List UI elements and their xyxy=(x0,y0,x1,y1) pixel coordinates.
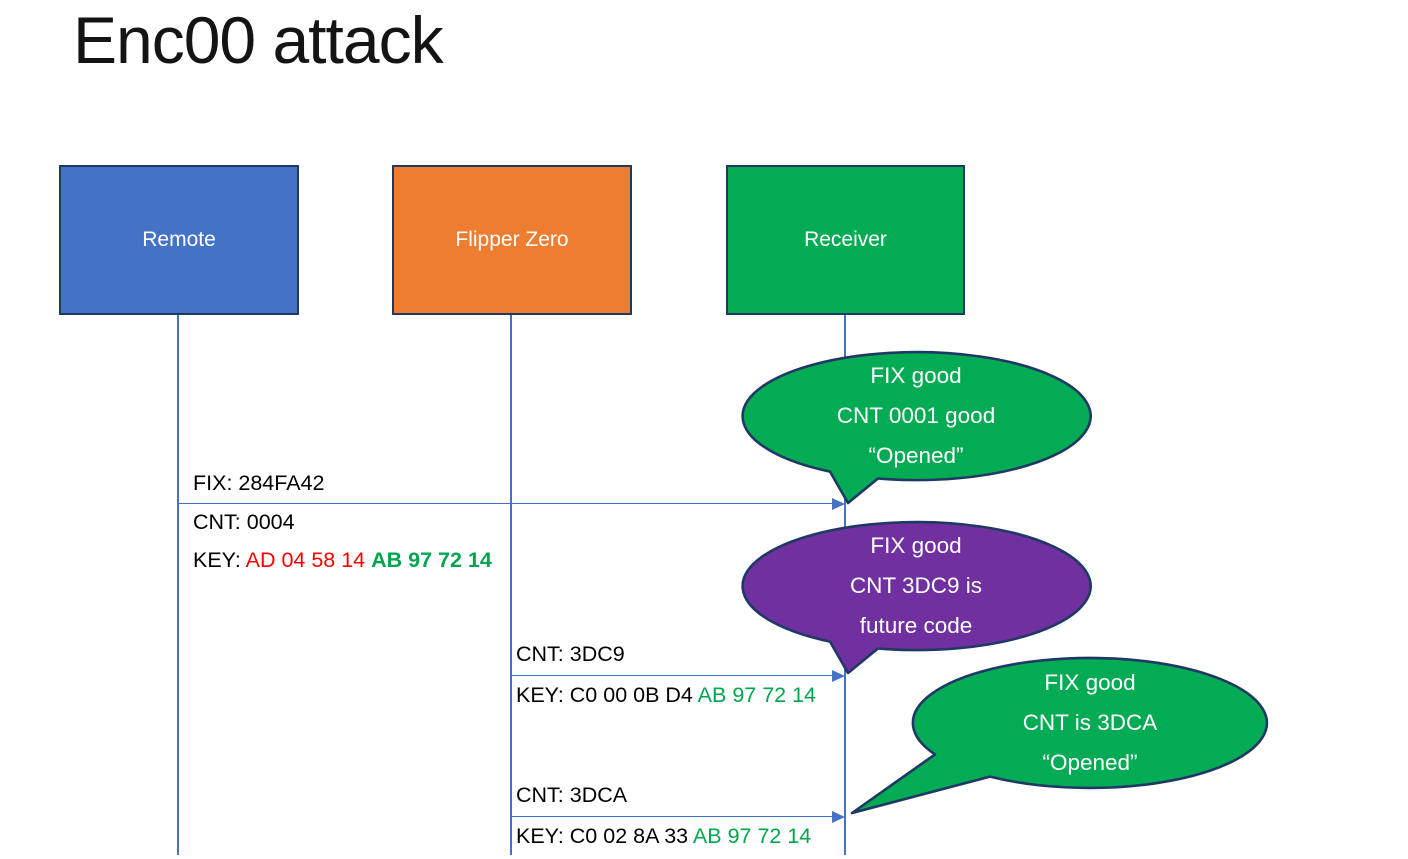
arrowhead-icon xyxy=(832,810,845,823)
arrow-flipper-to-receiver-2 xyxy=(511,815,834,818)
arrow-flipper-to-receiver-1 xyxy=(511,674,834,677)
callout3-line3: “Opened” xyxy=(1042,750,1138,775)
message1-cnt: CNT: 0004 xyxy=(193,510,295,534)
callout2-line1: FIX good xyxy=(870,533,962,558)
callout1-line3: “Opened” xyxy=(868,443,964,468)
lifeline-flipper-zero xyxy=(510,315,512,855)
callout1-line2: CNT 0001 good xyxy=(836,403,996,428)
actor-label-receiver: Receiver xyxy=(804,228,887,251)
message2-key-green-bytes: AB 97 72 14 xyxy=(697,683,817,707)
message3-key-green-bytes: AB 97 72 14 xyxy=(692,824,812,848)
message1-key-label: KEY: xyxy=(193,548,246,572)
arrowhead-icon xyxy=(832,669,845,682)
callout-bubble-1 xyxy=(741,350,1092,505)
callout1-line1: FIX good xyxy=(870,363,962,388)
arrowhead-icon xyxy=(832,497,845,510)
callout3-line2: CNT is 3DCA xyxy=(1022,710,1158,735)
callout2-line3: future code xyxy=(859,613,973,638)
callout-text-3: FIX good CNT is 3DCA “Opened” xyxy=(913,663,1267,783)
message1-key-red-bytes: AD 04 58 14 xyxy=(245,548,372,572)
message3-cnt: CNT: 3DCA xyxy=(516,783,628,807)
callout-bubble-3 xyxy=(850,656,1269,815)
message1-fix: FIX: 284FA42 xyxy=(193,471,325,495)
message2-key-black-bytes: KEY: C0 00 0B D4 xyxy=(516,683,698,707)
actor-box-flipper-zero: Flipper Zero xyxy=(392,165,632,315)
arrow-remote-to-receiver xyxy=(178,502,834,505)
message3-key-black-bytes: KEY: C0 02 8A 33 xyxy=(516,824,693,848)
message3-key: KEY: C0 02 8A 33 AB 97 72 14 xyxy=(516,821,811,851)
callout-bubble-2 xyxy=(741,520,1092,675)
message1-key: KEY: AD 04 58 14 AB 97 72 14 xyxy=(193,545,492,575)
callout-text-2: FIX good CNT 3DC9 is future code xyxy=(742,526,1090,646)
message2-key: KEY: C0 00 0B D4 AB 97 72 14 xyxy=(516,680,816,710)
message2-cnt: CNT: 3DC9 xyxy=(516,642,625,666)
actor-label-remote: Remote xyxy=(142,228,216,251)
lifeline-remote xyxy=(177,315,179,855)
message1-key-green-bytes: AB 97 72 14 xyxy=(371,548,492,572)
callout-text-1: FIX good CNT 0001 good “Opened” xyxy=(742,356,1090,476)
callout3-line1: FIX good xyxy=(1044,670,1136,695)
actor-box-remote: Remote xyxy=(59,165,299,315)
page-title: Enc00 attack xyxy=(73,3,444,77)
actor-box-receiver: Receiver xyxy=(726,165,965,315)
actor-label-flipper-zero: Flipper Zero xyxy=(455,228,569,251)
callout2-line2: CNT 3DC9 is xyxy=(849,573,983,598)
